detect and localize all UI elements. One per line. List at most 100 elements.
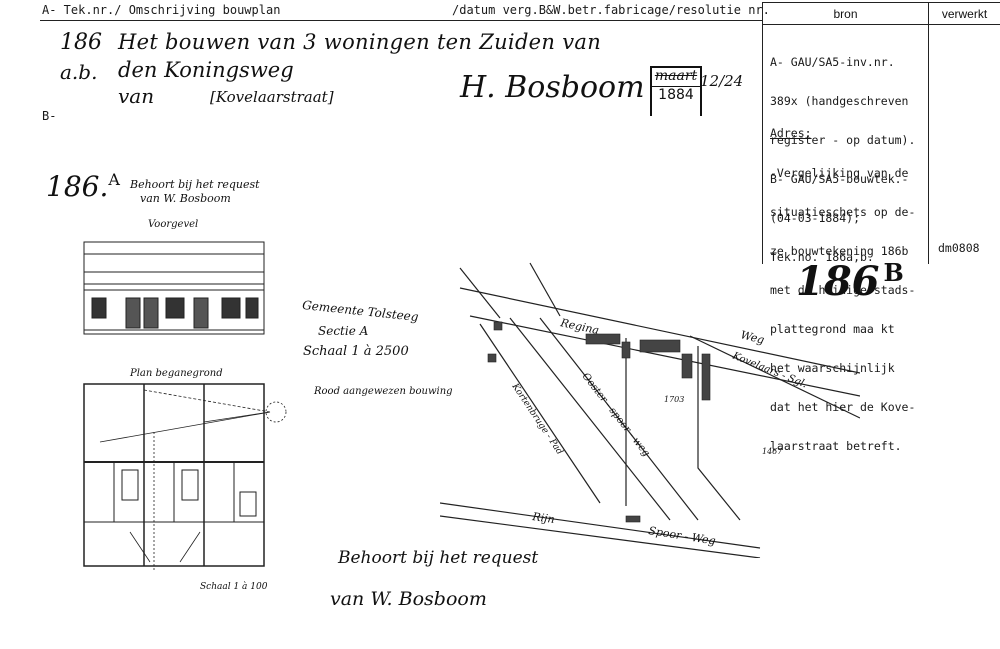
facade-drawing (83, 241, 265, 335)
map-building (621, 341, 631, 359)
facade-window (221, 297, 241, 319)
source-line: register - op datum). (770, 133, 916, 147)
verwerkt-column-header: verwerkt (941, 7, 988, 21)
source-box-left-border (762, 2, 763, 264)
facade-roof (83, 241, 265, 285)
plan-stairs (121, 469, 139, 501)
adres-line: plattegrond maa kt (770, 322, 895, 336)
header-underline (40, 20, 762, 21)
map-building (701, 353, 711, 401)
map-parcel-1467: 1467 (762, 447, 783, 456)
bron-column-header: bron (833, 7, 858, 21)
register-description-line2: den Koningsweg (118, 58, 294, 82)
register-description-line1: Het bouwen van 3 woningen ten Zuiden van (118, 30, 602, 54)
date-stamp-box: maart 1884 (650, 66, 702, 116)
map-path-diagonal (459, 267, 501, 319)
plan-stairs (239, 491, 257, 517)
adres-label: Adres: (770, 126, 812, 140)
map-road-oosterspoor-2 (539, 317, 699, 521)
adres-line: situatieschets op de- (770, 205, 916, 219)
source-line: Tek.no. 186a,b. (770, 250, 874, 264)
adres-lines: -Vergelijking van de situatieschets op d… (770, 141, 915, 466)
source-line: B- GAU/SA5-bouwtek.- (770, 172, 909, 186)
adres-line: ze bouwtekening 186b (770, 244, 909, 258)
adres-line: dat het hier de Kove- (770, 400, 916, 414)
date-stamp-side: 12/24 (700, 72, 744, 90)
map-parcel-line (697, 346, 741, 521)
drawing-a-illustration (83, 241, 287, 572)
source-line: 389x (handgeschreven (770, 94, 909, 108)
situation-map: Regina Weg Kovelaars - Sgl. Ooster - spo… (440, 262, 860, 558)
date-stamp-year: 1884 (652, 86, 700, 103)
facade-door (125, 297, 141, 329)
map-road-rijn-bottom (440, 515, 761, 558)
map-label-oosterspoor: Ooster - spoor - weg (580, 371, 652, 459)
facade-window (245, 297, 259, 319)
map-label-rijn: Rijn (531, 510, 556, 526)
map-building (487, 353, 497, 363)
register-prefix-ab: a.b. (60, 60, 98, 84)
map-building (639, 339, 681, 353)
map-label-weg: Weg (739, 328, 765, 346)
facade-door (143, 297, 159, 329)
map-road-regina-bottom (469, 315, 860, 397)
map-building (625, 515, 641, 523)
header-col-datum: /datum verg.B&W.betr.fabricage/resolutie… (452, 3, 770, 17)
drawing-number-186b-digits: 186 (796, 258, 880, 305)
drawing-a-caption-1: Behoort bij het request (130, 178, 260, 191)
plan-outline (83, 383, 265, 567)
drawing-number-186a: 186.A (46, 170, 120, 203)
drawing-number-186a-letter: A (108, 170, 120, 189)
map-road-pad (479, 323, 601, 504)
facade-door (193, 297, 209, 329)
map-label-regina: Regina (558, 316, 600, 337)
facade-wall (83, 283, 265, 335)
document-id: dm0808 (938, 241, 980, 255)
map-path-diagonal (529, 262, 561, 317)
map-building (681, 353, 693, 379)
map-caption-1: Behoort bij het request (338, 548, 539, 568)
plan-stairs (181, 469, 199, 501)
register-signature: H. Bosboom (460, 70, 645, 105)
map-title-2: Sectie A (318, 324, 369, 338)
b-prefix: B- (42, 109, 57, 123)
register-number: 186 (60, 30, 102, 55)
map-road-kovelaars (689, 335, 860, 419)
drawing-a-caption-2: van W. Bosboom (140, 192, 231, 205)
adres-line: laarstraat betreft. (770, 439, 902, 453)
map-road-oosterspoor-1 (509, 317, 671, 521)
map-legend: Rood aangewezen bouwing (314, 386, 453, 397)
adres-line: met de huidige stads- (770, 283, 916, 297)
drawing-number-186b-letter: B (883, 258, 904, 287)
source-line: (04-03-1884); (770, 211, 861, 225)
register-description-van: van (118, 84, 155, 108)
map-title-1: Gemeente Tolsteeg (301, 297, 420, 325)
map-building (493, 321, 503, 331)
facade-window (165, 297, 185, 319)
register-description-street: [Kovelaarstraat] (210, 88, 334, 106)
plan-scale-label: Schaal 1 à 100 (200, 582, 268, 592)
map-caption-2: van W. Bosboom (330, 588, 487, 610)
plan-label: Plan beganegrond (130, 368, 223, 379)
map-road-rijn-top (440, 502, 761, 549)
source-box-mid-border (928, 2, 929, 264)
date-stamp-month: maart (654, 68, 698, 84)
map-label-kovelaars: Kovelaars - Sgl. (730, 350, 808, 390)
header-col-tek-nr: A- Tek.nr./ Omschrijving bouwplan (42, 3, 281, 17)
drawing-number-186a-digits: 186. (46, 170, 109, 203)
map-label-kortenbrug: Kortenbruge - Pad (509, 381, 565, 457)
map-scale: Schaal 1 à 2500 (303, 344, 409, 359)
source-line: A- GAU/SA5-inv.nr. (770, 55, 895, 69)
source-lines: A- GAU/SA5-inv.nr. 389x (handgeschreven … (770, 30, 915, 277)
source-box-top-border (762, 2, 1000, 3)
plan-well-circle (265, 401, 287, 423)
facade-label: Voorgevel (148, 219, 199, 230)
adres-line: -Vergelijking van de (770, 166, 909, 180)
source-box-head-border (762, 24, 1000, 25)
map-building (585, 333, 621, 345)
map-parcel-1703: 1703 (664, 395, 684, 404)
facade-window (91, 297, 107, 319)
map-road-regina-top (459, 287, 860, 374)
floor-plan-drawing (83, 383, 271, 572)
